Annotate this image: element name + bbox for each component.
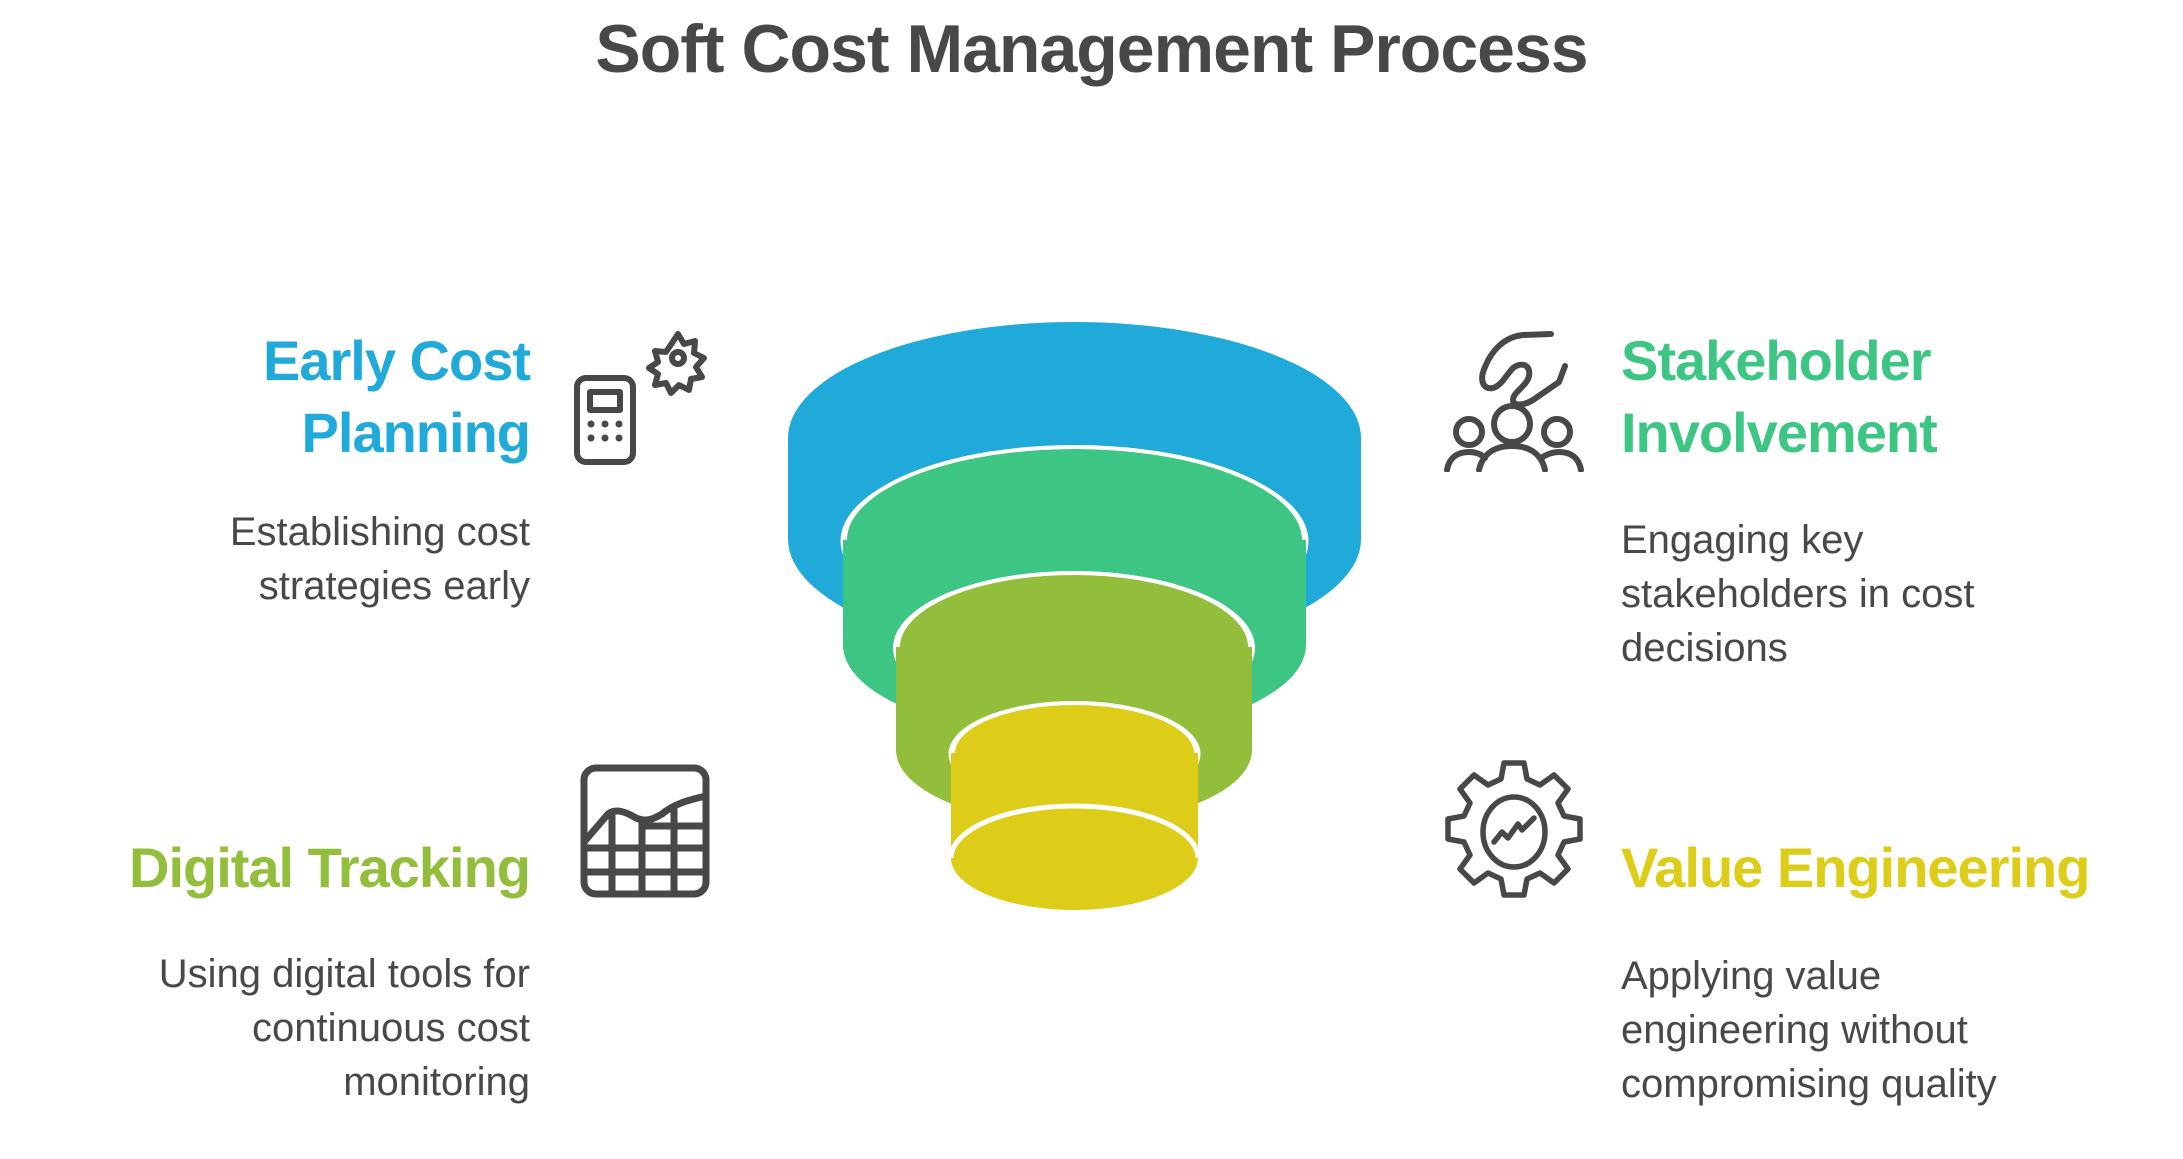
description-line: monitoring	[343, 1060, 530, 1104]
calculator-gear-icon	[574, 331, 707, 465]
stage-description-digital-tracking: Using digital tools for continuous cost …	[159, 947, 530, 1109]
diagram-title: Soft Cost Management Process	[595, 11, 1588, 87]
heading-line: Stakeholder	[1621, 329, 1932, 392]
description-line: stakeholders in cost	[1621, 572, 1975, 616]
hand-over-group-icon	[1444, 331, 1584, 472]
stage-description-value-engineering: Applying value engineering without compr…	[1621, 949, 1997, 1111]
heading-line: Digital Tracking	[129, 836, 531, 899]
description-line: Engaging key	[1621, 518, 1864, 562]
stage-description-stakeholder-involvement: Engaging key stakeholders in cost decisi…	[1621, 513, 1975, 675]
description-line: decisions	[1621, 626, 1788, 670]
chart-grid-icon	[580, 764, 710, 898]
description-line: strategies early	[258, 564, 530, 608]
description-line: engineering without	[1621, 1008, 1968, 1052]
heading-line: Early Cost	[263, 329, 531, 392]
gear-chart-icon	[1445, 760, 1583, 898]
description-line: continuous cost	[252, 1006, 530, 1050]
description-line: Applying value	[1621, 954, 1882, 998]
heading-line: Involvement	[1621, 401, 1938, 464]
description-line: Establishing cost	[229, 510, 530, 554]
stage-heading-value-engineering: Value Engineering	[1621, 832, 2090, 904]
description-line: Using digital tools for	[158, 952, 530, 996]
description-line: compromising quality	[1621, 1062, 1997, 1106]
heading-line: Planning	[301, 401, 531, 464]
heading-line: Value Engineering	[1621, 836, 2090, 899]
stage-heading-digital-tracking: Digital Tracking	[129, 832, 531, 904]
stage-heading-stakeholder-involvement: Stakeholder Involvement	[1621, 325, 1938, 469]
stage-heading-early-cost-planning: Early Cost Planning	[263, 325, 531, 469]
stage-description-early-cost-planning: Establishing cost strategies early	[230, 505, 530, 613]
